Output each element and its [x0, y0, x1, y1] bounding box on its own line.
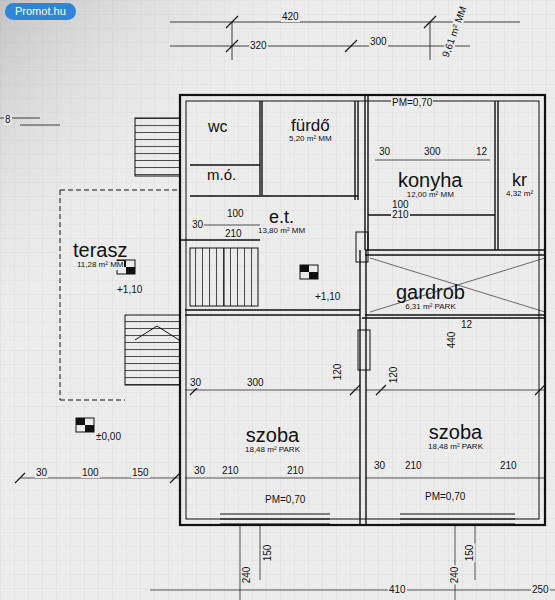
- room: e.t.13,80 m² MM: [255, 207, 308, 237]
- dimension-label: 30: [193, 466, 206, 476]
- dimension-label: +1,10: [314, 292, 341, 302]
- room-name: szoba: [246, 425, 299, 446]
- dimension-label: 30: [378, 147, 391, 157]
- room-name: e.t.: [269, 208, 294, 227]
- room-area: 12,00 m² MM: [407, 191, 454, 200]
- room-area: 18,48 m² PARK: [428, 443, 483, 452]
- dimension-label: 300: [246, 378, 265, 388]
- dimension-label: PM=0,70: [424, 492, 466, 502]
- dimension-label: 210: [404, 461, 423, 471]
- room-area: 4,32 m²: [506, 190, 533, 199]
- room: szoba18,48 m² PARK: [425, 421, 486, 453]
- room: gardrob6,31 m² PARK: [393, 281, 468, 313]
- dimension-label: 120: [389, 366, 399, 385]
- room-name: konyha: [398, 170, 463, 191]
- room-name: terasz: [73, 240, 127, 261]
- room-area: 5,20 m² MM: [289, 135, 332, 144]
- room: konyha12,00 m² MM: [395, 169, 466, 201]
- dimension-label: ±0,00: [95, 432, 122, 442]
- dimension-label: 120: [333, 363, 343, 382]
- dimension-label: 100: [391, 200, 410, 210]
- dimension-label: +1,10: [116, 285, 143, 295]
- dimension-label: 210: [221, 466, 240, 476]
- room-area: 13,80 m² MM: [258, 227, 305, 236]
- dimension-label: 150: [263, 544, 273, 563]
- room-area: 6,31 m² PARK: [405, 303, 456, 312]
- dimension-label: 210: [499, 461, 518, 471]
- dimension-label: 320: [249, 41, 268, 51]
- room-area: 18,48 m² PARK: [245, 446, 300, 455]
- room: wc: [205, 118, 231, 137]
- dimension-label: PM=0,70: [391, 98, 433, 108]
- dimension-label: 240: [242, 566, 252, 585]
- dimension-label: 30: [189, 378, 202, 388]
- dimension-label: 210: [224, 229, 243, 239]
- room-name: szoba: [429, 422, 482, 443]
- dimension-label: 300: [369, 37, 388, 47]
- room-name: gardrob: [396, 282, 465, 303]
- dimension-label: 250: [531, 585, 550, 595]
- dimension-label: 30: [35, 468, 48, 478]
- dimension-label: 30: [191, 220, 204, 230]
- dimension-label: 150: [465, 544, 475, 563]
- dimension-label: 210: [391, 210, 410, 220]
- dimension-label: 420: [281, 12, 300, 22]
- room-area: 11,28 m² MM: [77, 261, 124, 270]
- dimension-label: 100: [81, 468, 100, 478]
- room-name: m.ó.: [207, 167, 236, 183]
- room-name: wc: [208, 119, 228, 136]
- dimension-label: 12: [475, 147, 488, 157]
- dimension-label: 150: [131, 468, 150, 478]
- room-name: kr: [512, 171, 527, 190]
- dimension-label: 30: [373, 461, 386, 471]
- dimension-label: 410: [388, 585, 407, 595]
- dimension-label: 8: [4, 115, 12, 125]
- room: szoba18,48 m² PARK: [242, 424, 303, 456]
- dimension-label: 12: [460, 320, 473, 330]
- dimension-label: 210: [286, 466, 305, 476]
- dimension-label: 240: [450, 566, 460, 585]
- dimension-label: 100: [226, 209, 245, 219]
- watermark: Promot.hu: [5, 3, 76, 20]
- dimension-label: 440: [447, 331, 457, 350]
- room: m.ó.: [204, 166, 239, 184]
- room: kr4,32 m²: [503, 170, 536, 200]
- room: terasz11,28 m² MM: [70, 239, 130, 271]
- dimension-label: PM=0,70: [264, 495, 306, 505]
- room: fürdő5,20 m² MM: [286, 116, 335, 145]
- room-name: fürdő: [291, 117, 330, 135]
- dimension-label: 300: [423, 147, 442, 157]
